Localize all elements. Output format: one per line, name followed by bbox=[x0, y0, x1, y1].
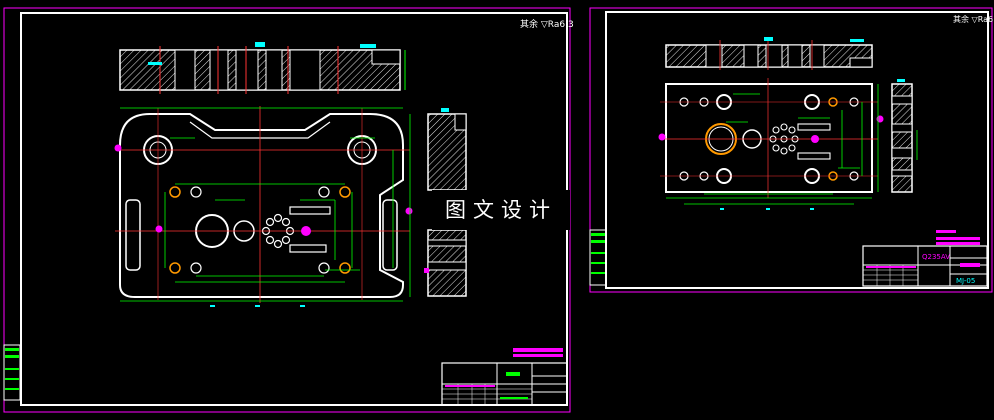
left-section-view bbox=[424, 108, 467, 297]
right-main-plan-view bbox=[658, 78, 884, 198]
right-dimensions bbox=[666, 84, 879, 205]
left-revision-strip bbox=[3, 344, 21, 401]
left-sheet: 其余 ▽Ra6.3 bbox=[3, 7, 574, 413]
left-dimensions bbox=[120, 107, 411, 302]
right-section-view bbox=[891, 79, 918, 193]
left-top-side-view bbox=[119, 42, 406, 94]
right-revision-strip bbox=[589, 229, 607, 286]
left-sheet-border bbox=[3, 7, 571, 413]
right-top-side-view bbox=[665, 37, 873, 70]
right-roughness-note: 其余 ▽Ra6.3 bbox=[953, 14, 994, 24]
right-sheet: 其余 ▽Ra6.3 bbox=[589, 7, 994, 293]
right-drawing-number: MJ-05 bbox=[956, 277, 975, 285]
right-sheet-border bbox=[589, 7, 993, 293]
left-main-plan-view bbox=[114, 106, 413, 303]
right-part-number: Q235AV bbox=[922, 253, 950, 261]
right-title-block: Q235AV MJ-05 bbox=[862, 230, 988, 287]
right-drawing-frame bbox=[605, 11, 989, 289]
left-title-block bbox=[441, 348, 568, 406]
watermark-label: 图文设计 bbox=[432, 190, 570, 230]
left-roughness-note: 其余 ▽Ra6.3 bbox=[520, 18, 574, 30]
